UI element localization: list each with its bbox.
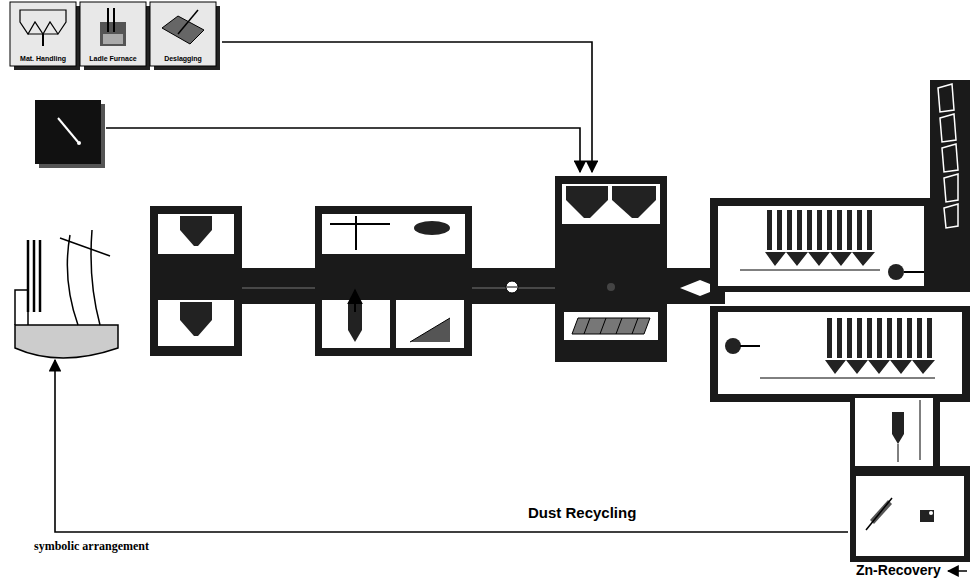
filter-line-upper [710, 80, 970, 292]
arc-furnace [15, 230, 118, 358]
icon-tiles [10, 2, 220, 70]
tile-label: Mat. Handling [19, 55, 67, 63]
tile-label: Ladle Furnace [88, 55, 137, 63]
dust-recycling-line [55, 360, 848, 532]
feed-line [222, 42, 592, 172]
zn-recovery-unit [850, 466, 970, 562]
icon-tile: Mat. Handling [10, 2, 76, 66]
tile-label: Deslagging [163, 55, 203, 63]
icon-tile: Deslagging [150, 2, 216, 66]
dark-tile [35, 100, 105, 168]
flow-label: Dust Recycling [528, 504, 636, 521]
settling-unit [150, 206, 242, 356]
caption-note: symbolic arrangement [34, 539, 149, 554]
mixing-unit [555, 176, 667, 362]
feed-line [106, 128, 580, 172]
zn-arrow [948, 570, 967, 572]
unit-label: Zn-Recovery [856, 562, 941, 578]
icon-tile: Ladle Furnace [80, 2, 146, 66]
filter-line-lower [710, 306, 970, 472]
cooling-unit [315, 206, 518, 356]
